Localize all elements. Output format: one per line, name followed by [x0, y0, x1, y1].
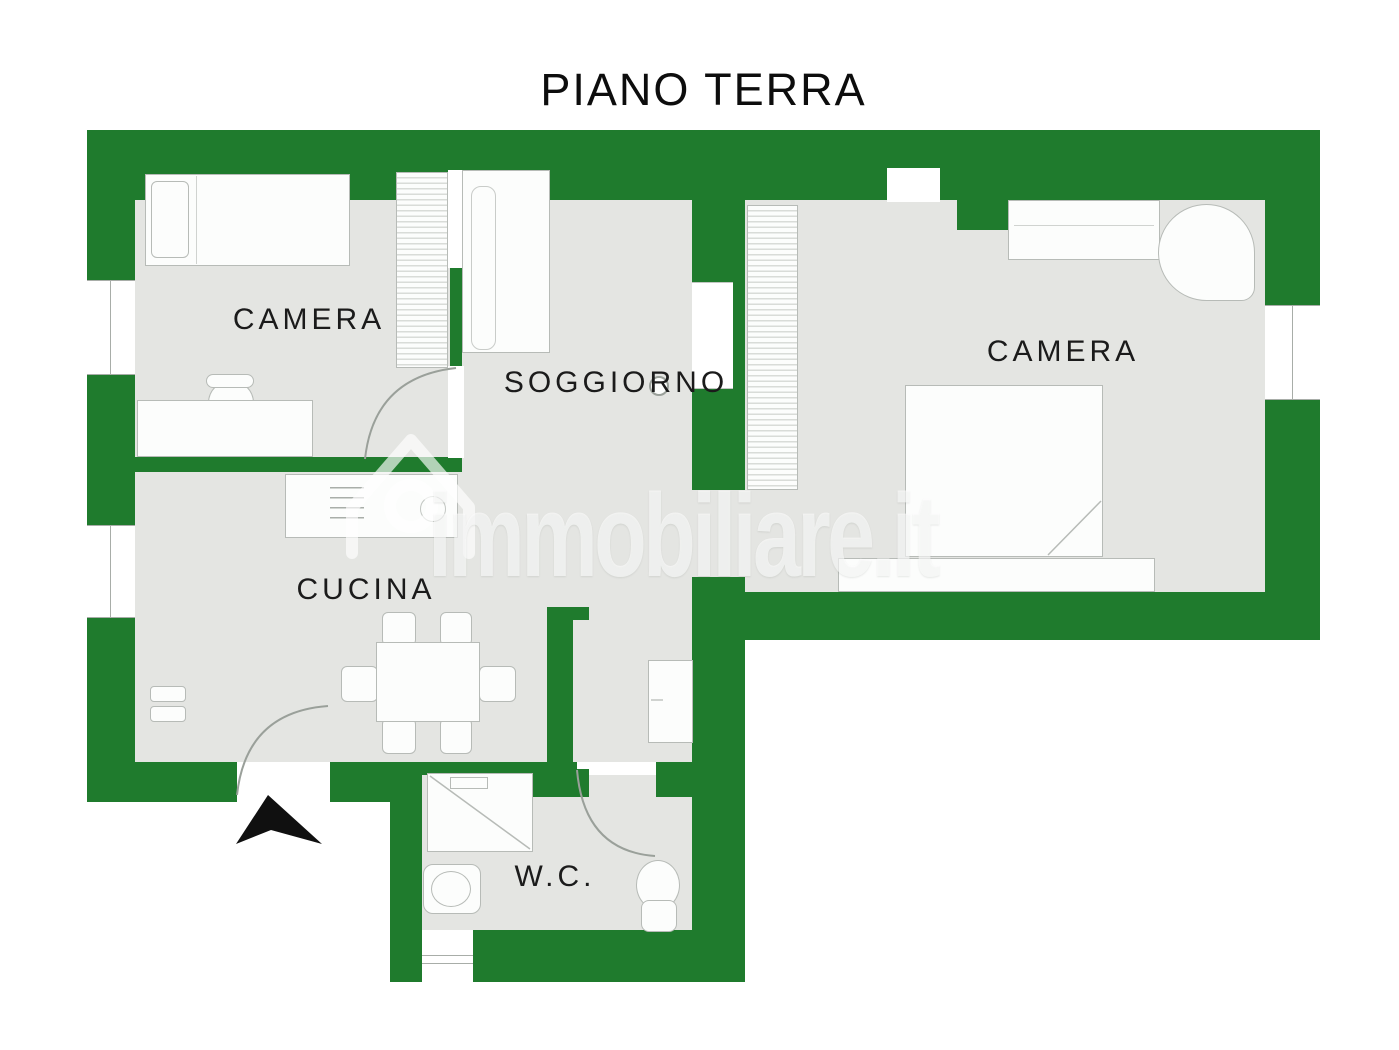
window-wc — [422, 930, 473, 982]
dining-chair-left — [341, 666, 378, 702]
wall-wc-bottom — [473, 930, 745, 982]
radiator-upper — [150, 686, 186, 702]
wardrobe-camera-2 — [747, 205, 798, 490]
wall-pillar-camera-2 — [957, 200, 1008, 230]
stove-icon — [330, 487, 364, 525]
wall-wc-top-thin — [422, 762, 533, 775]
wall-divider-upper — [692, 200, 745, 282]
wall-right-upper — [1265, 200, 1320, 305]
niche-soggiorno — [692, 282, 733, 389]
bench-camera-2 — [838, 558, 1155, 592]
window-camera-2 — [1265, 305, 1320, 400]
sofa — [462, 170, 550, 353]
dining-table — [376, 642, 480, 722]
label-camera-1: CAMERA — [232, 303, 386, 336]
wall-wc-top-right — [656, 762, 695, 797]
washbasin-bowl — [431, 871, 471, 907]
label-wc: W.C. — [514, 860, 596, 893]
cabinet-handle — [651, 699, 663, 701]
label-camera-2: CAMERA — [986, 335, 1140, 368]
dining-chair-top-1 — [382, 612, 416, 646]
wall-right-lower — [1265, 400, 1320, 592]
wall-cucina-east — [547, 607, 573, 797]
wall-camera-1-east — [450, 268, 462, 368]
wall-left-upper — [87, 200, 135, 280]
wall-camera-2-bottom — [692, 592, 1320, 640]
wall-divider-mid — [692, 387, 745, 490]
wall-interior-camera-1 — [135, 457, 462, 472]
armchair-camera-2 — [1158, 204, 1255, 301]
desk-camera-1 — [137, 400, 313, 457]
wardrobe-camera-1 — [396, 172, 448, 368]
watermark-text: immobiliare.it — [428, 470, 941, 602]
sofa-cushion-line — [471, 186, 496, 350]
wall-cucina-east-cap-bottom — [547, 769, 589, 797]
dining-chair-bottom-1 — [382, 718, 416, 754]
window-cucina — [87, 525, 135, 618]
toilet-tank — [641, 900, 677, 932]
window-camera-1 — [87, 280, 135, 375]
doorway-camera-2 — [692, 490, 745, 577]
wall-left-middle — [87, 375, 135, 525]
bed-line-camera-1 — [196, 176, 197, 264]
radiator-lower — [150, 706, 186, 722]
label-cucina: CUCINA — [296, 573, 436, 606]
label-soggiorno: SOGGIORNO — [503, 366, 729, 399]
wall-wc-left — [390, 762, 422, 982]
wall-bottom-cucina-left — [87, 762, 237, 802]
hallway-cabinet — [648, 660, 693, 743]
door-opening-camera-1 — [448, 366, 464, 458]
dresser-line — [1014, 225, 1154, 226]
wall-divider-sliver — [733, 282, 745, 387]
dresser-camera-2 — [1008, 200, 1160, 260]
entrance-arrow-icon — [236, 795, 322, 844]
pillow-camera-1 — [151, 181, 189, 258]
page-title: PIANO TERRA — [540, 64, 867, 115]
niche-camera-1 — [448, 170, 462, 268]
dining-chair-top-2 — [440, 612, 472, 646]
niche-camera-2-top — [887, 168, 940, 202]
chair-back-camera-1 — [206, 374, 254, 388]
dining-chair-right — [479, 666, 516, 702]
shower-faucet-icon — [450, 777, 488, 789]
wall-cucina-east-cap-top — [547, 607, 589, 620]
dining-chair-bottom-2 — [440, 718, 472, 754]
